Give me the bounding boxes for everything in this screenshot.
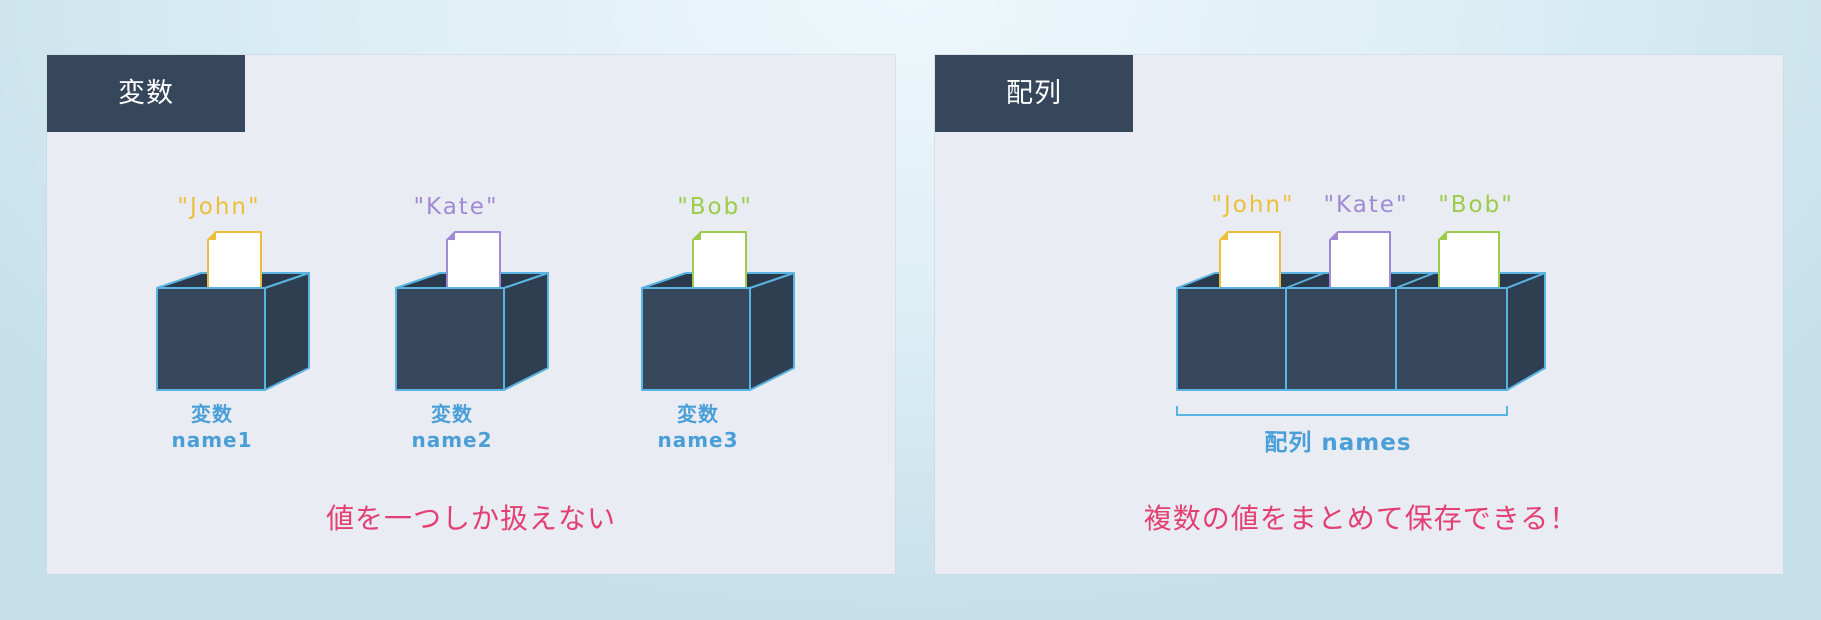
array-cell-front [1176, 287, 1287, 391]
array-caption: 複数の値をまとめて保存できる！ [1144, 502, 1578, 535]
variable-name-label: name2 [411, 428, 492, 452]
variable-name-label: name1 [171, 428, 252, 452]
array-name-label: 配列 names [1264, 430, 1411, 456]
box-front-face [395, 287, 505, 391]
box-side-face [749, 272, 795, 391]
variable-name-label: name3 [657, 428, 738, 452]
box-side-face [503, 272, 549, 391]
paper-icon [692, 231, 747, 289]
box-side-face [264, 272, 310, 391]
array-top-divider [1285, 272, 1325, 289]
variable-value-label: "Kate" [413, 194, 498, 220]
paper-icon [207, 231, 262, 289]
paper-icon [446, 231, 501, 289]
variable-kind-label: 変数 [677, 402, 719, 426]
array-value-label: "Kate" [1323, 192, 1408, 218]
paper-icon [1329, 231, 1391, 289]
box-front-face [641, 287, 751, 391]
variable-box-name2: "Kate" 変数 name2 [395, 194, 549, 452]
array-bracket [1176, 406, 1508, 416]
box-front-face [156, 287, 266, 391]
array-panel: 配列 "John" "Kate" "Bob" [935, 55, 1783, 574]
variables-panel: 変数 "John" 変数 name1 "Kate" 変数 name2 [47, 55, 895, 574]
paper-icon [1438, 231, 1500, 289]
variables-caption: 値を一つしか扱えない [326, 502, 616, 535]
variable-value-label: "John" [177, 194, 260, 220]
array-element-john: "John" [1176, 192, 1294, 391]
array-cell-front [1395, 287, 1508, 391]
variables-diagram: "John" 変数 name1 "Kate" 変数 name2 "Bob [156, 194, 795, 535]
variable-kind-label: 変数 [431, 402, 473, 426]
array-value-label: "John" [1211, 192, 1294, 218]
array-panel-title: 配列 [935, 55, 1133, 132]
array-side-face [1506, 272, 1546, 391]
variable-box-name3: "Bob" 変数 name3 [641, 194, 795, 452]
array-element-kate: "Kate" [1285, 192, 1408, 391]
array-top-divider [1395, 272, 1435, 289]
variable-kind-label: 変数 [191, 402, 233, 426]
variable-value-label: "Bob" [677, 194, 753, 220]
array-value-label: "Bob" [1438, 192, 1514, 218]
array-element-bob: "Bob" [1395, 192, 1514, 391]
variable-box-name1: "John" 変数 name1 [156, 194, 310, 452]
array-diagram: "John" "Kate" "Bob" 配列 names [1144, 192, 1578, 535]
array-cell-front [1285, 287, 1397, 391]
variables-panel-title: 変数 [47, 55, 245, 132]
paper-icon [1219, 231, 1281, 289]
